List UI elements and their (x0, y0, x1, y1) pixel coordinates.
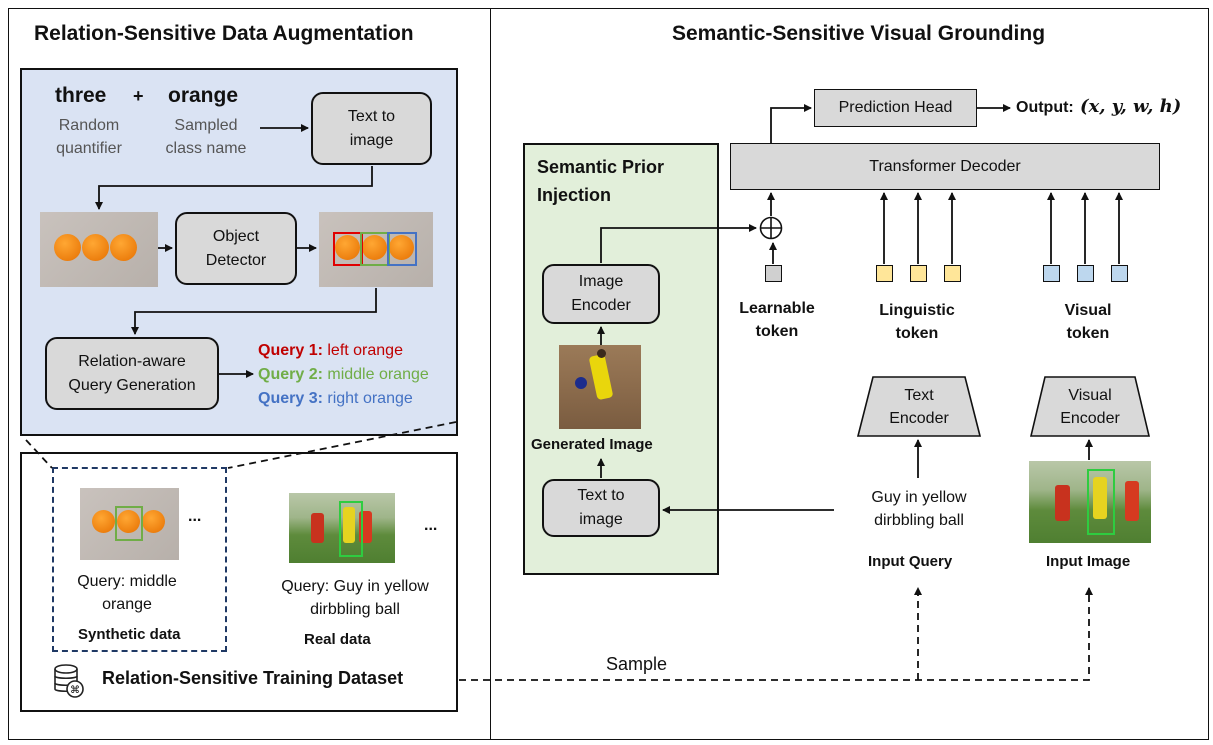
visual-encoder-trapezoid (1029, 376, 1151, 437)
player-yellow (343, 507, 355, 543)
text-to-image-box-left: Text to image (311, 92, 432, 165)
database-icon-svg: ⌘ (54, 664, 84, 698)
query-1: Query 1: left orange (258, 342, 403, 360)
player-red (1055, 485, 1070, 521)
oranges-image (40, 212, 158, 287)
output-label: Output: (1016, 99, 1074, 116)
database-icon: ⌘ (52, 663, 86, 699)
query-3-prefix: Query 3: (258, 390, 323, 407)
visual-token (1077, 265, 1094, 282)
player-head (597, 349, 606, 358)
blue-detection-box (387, 232, 417, 266)
query-text: Guy in yellow dirbbling ball (871, 489, 967, 529)
player-yellow (1093, 477, 1107, 519)
orange-fruit (389, 235, 414, 260)
synthetic-label: Synthetic data (78, 626, 181, 643)
green-detection-box (115, 506, 143, 541)
synthetic-data-dashed-box (52, 467, 227, 652)
visual-encoder-label: Visual Encoder (1060, 387, 1120, 427)
ball (575, 377, 587, 389)
green-detection-box (1087, 469, 1115, 535)
add-node-icon (759, 216, 783, 240)
svg-text:⌘: ⌘ (70, 685, 80, 696)
orange-fruit (117, 510, 140, 533)
visual-token (1043, 265, 1060, 282)
query-1-prefix: Query 1: (258, 342, 323, 359)
query-3-text: right orange (322, 390, 413, 407)
generated-image-label: Generated Image (531, 436, 653, 453)
visual-token (1111, 265, 1128, 282)
semantic-prior-title: Semantic Prior Injection (537, 157, 665, 205)
linguistic-token (944, 265, 961, 282)
input-image-label: Input Image (1046, 553, 1131, 570)
panel-divider (490, 8, 491, 740)
quantifier-caption: Random quantifier (56, 117, 122, 157)
visual-encoder-shape (1029, 376, 1151, 437)
image-encoder-box: Image Encoder (542, 264, 660, 324)
real-soccer-image (289, 493, 395, 563)
query-3: Query 3: right orange (258, 390, 413, 408)
red-detection-box (333, 232, 363, 266)
text-to-image-box-right: Text to image (542, 479, 660, 537)
orange-fruit (54, 234, 81, 261)
text-encoder-shape (856, 376, 982, 437)
orange-fruit (110, 234, 137, 261)
class-word: orange (168, 84, 239, 107)
synthetic-query: Query: middle orange (77, 573, 177, 613)
left-panel-title: Relation-Sensitive Data Augmentation (34, 22, 414, 45)
real-label: Real data (304, 631, 371, 648)
learnable-token-label: Learnable token (739, 300, 815, 340)
input-image (1029, 461, 1151, 543)
green-detection-box (360, 232, 390, 266)
visual-token-label: Visual token (1064, 302, 1112, 342)
output-formula: (x, y, w, h) (1080, 96, 1182, 117)
real-query: Query: Guy in yellow dirbbling ball (281, 578, 429, 618)
dataset-box (20, 452, 458, 712)
orange-fruit (335, 235, 360, 260)
orange-fruit (92, 510, 115, 533)
transformer-decoder-box: Transformer Decoder (730, 143, 1160, 190)
player-red (311, 513, 324, 543)
input-query-label: Input Query (868, 553, 953, 570)
linguistic-token-label: Linguistic token (879, 302, 955, 342)
orange-fruit (362, 235, 387, 260)
real-ellipsis: ... (424, 517, 438, 534)
linguistic-token (876, 265, 893, 282)
quantifier-word: three (55, 84, 107, 107)
query-generation-box: Relation-aware Query Generation (45, 337, 219, 410)
query-1-text: left orange (322, 342, 403, 359)
synthetic-ellipsis: ... (188, 508, 202, 525)
class-caption: Sampled class name (165, 117, 247, 157)
learnable-token (765, 265, 782, 282)
orange-fruit (142, 510, 165, 533)
object-detector-box: Object Detector (175, 212, 297, 285)
query-2-prefix: Query 2: (258, 366, 323, 383)
query-2-text: middle orange (322, 366, 429, 383)
green-detection-box (339, 501, 363, 557)
text-encoder-label: Text Encoder (889, 387, 949, 427)
plus-sign: + (133, 86, 144, 106)
outer-frame (8, 8, 1209, 740)
synthetic-oranges-image (80, 488, 179, 560)
player-red (1125, 481, 1139, 521)
query-2: Query 2: middle orange (258, 366, 429, 384)
sample-label: Sample (606, 654, 668, 674)
linguistic-token (910, 265, 927, 282)
orange-fruit (82, 234, 109, 261)
add-node-svg (759, 216, 783, 240)
prediction-head-box: Prediction Head (814, 89, 977, 127)
right-panel-title: Semantic-Sensitive Visual Grounding (672, 22, 1046, 45)
dataset-title: Relation-Sensitive Training Dataset (102, 668, 404, 688)
generated-image (559, 345, 641, 429)
text-encoder-trapezoid (856, 376, 982, 437)
detected-oranges-image (319, 212, 433, 287)
